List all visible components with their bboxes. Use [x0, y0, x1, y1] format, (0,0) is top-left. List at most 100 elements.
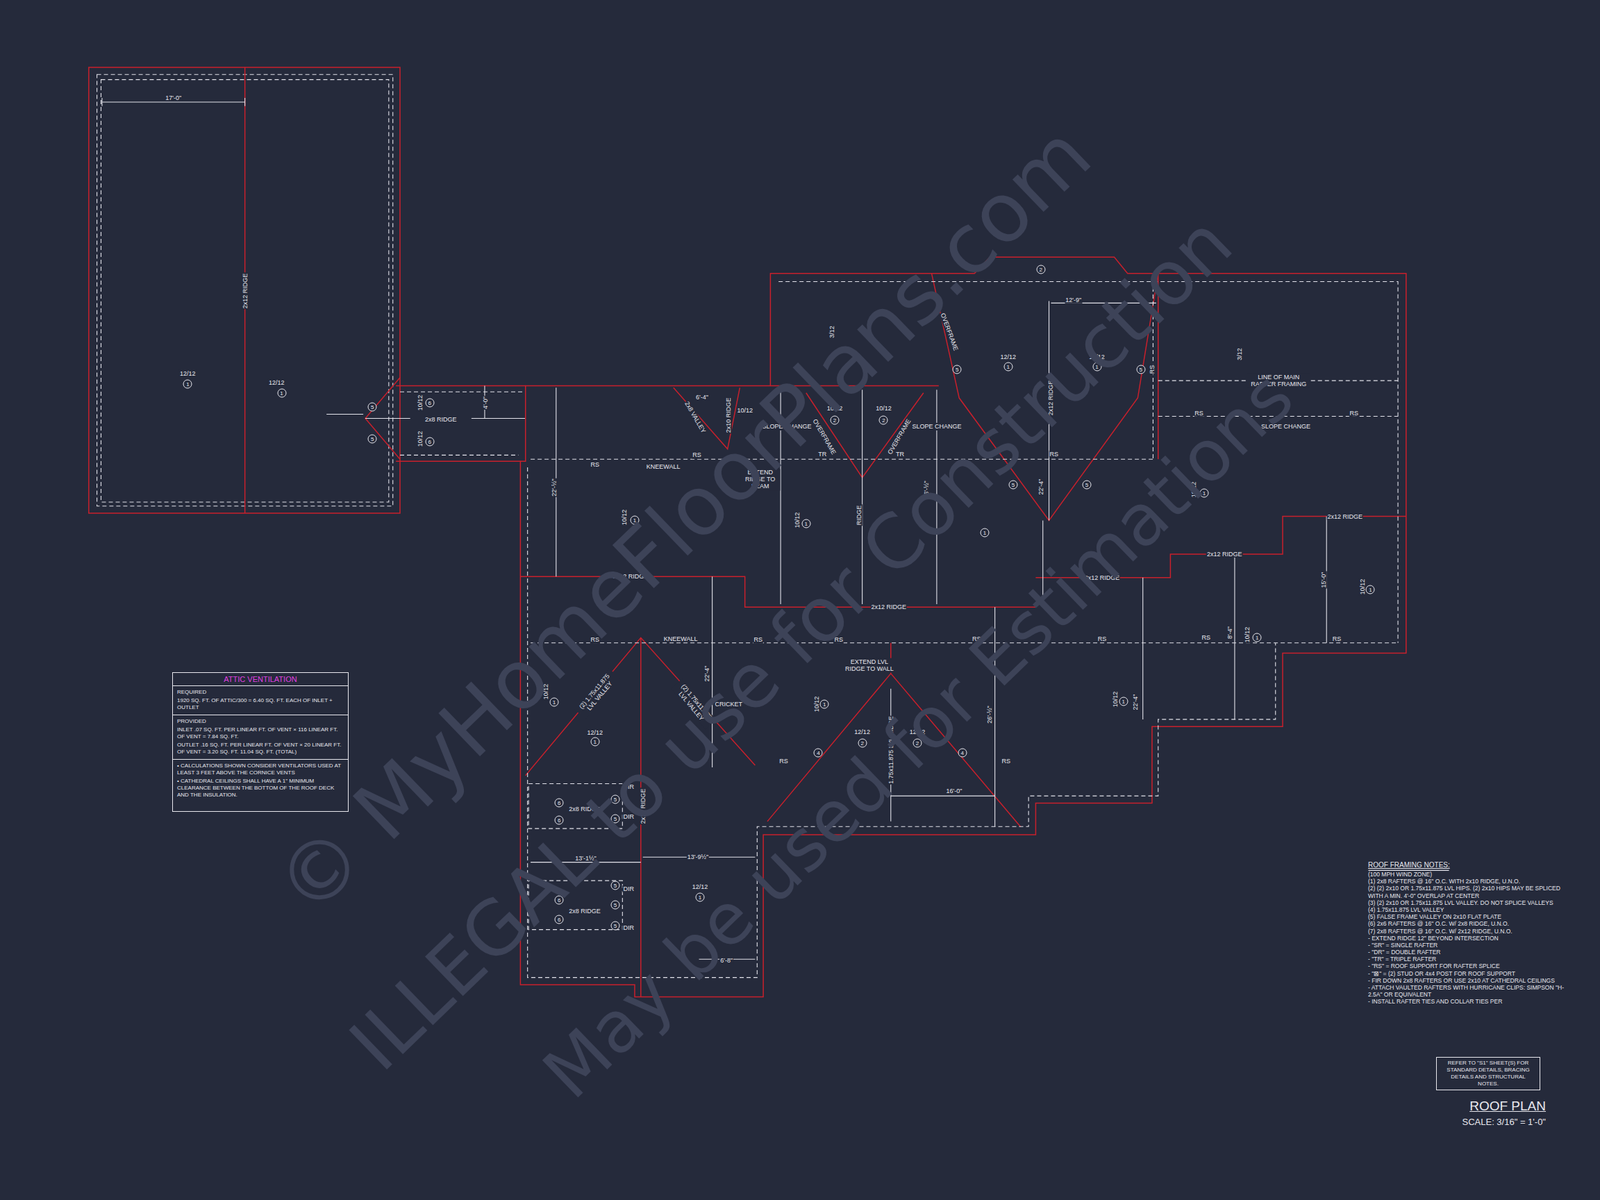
plan-label: 15'-0"	[1320, 570, 1328, 589]
note-line: - ATTACH VAULTED RAFTERS WITH HURRICANE …	[1368, 984, 1570, 998]
plan-label: RS	[778, 757, 789, 765]
callout-number: 1	[979, 528, 989, 538]
callout-number: 6	[425, 437, 435, 447]
reference-box: REFER TO "S1" SHEET(S) FOR STANDARD DETA…	[1436, 1056, 1541, 1091]
plan-label: 13'-9½"	[686, 853, 710, 861]
table-text: OUTLET .16 SQ. FT. PER LINEAR FT. OF VEN…	[172, 740, 348, 757]
plan-label: EXTEND LVL RIDGE TO WALL	[844, 658, 895, 673]
table-text: REFER TO "S1" SHEET(S) FOR STANDARD DETA…	[1440, 1059, 1537, 1088]
plan-label: 10/12	[793, 511, 800, 530]
main-roof	[520, 256, 1406, 997]
plan-label: 10/12	[812, 695, 820, 714]
plan-label: 12/12	[268, 379, 286, 387]
note-line: - "RS" = ROOF SUPPORT FOR RAFTER SPLICE	[1368, 962, 1570, 970]
callout-number: 4	[813, 748, 823, 758]
plan-label: RS	[1001, 757, 1012, 765]
callout-number: 2	[879, 415, 889, 425]
plan-label: RS	[1148, 364, 1156, 375]
plan-label: 6'-4"	[695, 393, 710, 400]
plan-label: 2x8 RIDGE	[424, 415, 458, 423]
roof-edge	[365, 377, 526, 462]
note-line: (7) 2x8 RAFTERS @ 16" O.C. W/ 2x12 RIDGE…	[1368, 927, 1570, 935]
plan-label: RS	[1097, 635, 1108, 643]
plan-label: 4'-0"	[481, 395, 489, 410]
callout-number: 1	[277, 388, 287, 398]
scale-caption: SCALE: 3/16" = 1'-0"	[1462, 1116, 1546, 1128]
plan-label: 2x12 RIDGE	[1206, 550, 1244, 558]
callout-number: 6	[425, 398, 435, 408]
plan-label: 12/12	[999, 353, 1017, 361]
plan-label: 10/12	[875, 404, 893, 412]
plan-label: DIR	[622, 924, 635, 932]
table-text: • CALCULATIONS SHOWN CONSIDER VENTILATOR…	[172, 759, 348, 778]
plan-label: 8'-4"	[1225, 625, 1233, 640]
notes-heading: ROOF FRAMING NOTES:	[1368, 861, 1570, 870]
table-text: INLET .07 SQ. FT. PER LINEAR FT. OF VENT…	[172, 725, 348, 741]
plan-label: 10/12	[1243, 626, 1250, 644]
garage-roof	[88, 67, 400, 514]
plan-label: 2x8 VALLEY	[682, 400, 707, 436]
plan-label: 12'-9"	[1064, 296, 1082, 304]
wall-line	[400, 391, 523, 455]
roof-edge	[520, 256, 1406, 997]
table-text: • CATHEDRAL CEILINGS SHALL HAVE A 1" MIN…	[172, 777, 348, 800]
note-line: (3) (2) 2x10 OR 1.75x11.875 LVL VALLEY. …	[1368, 899, 1570, 907]
plan-label: 2x12 RIDGE	[240, 272, 248, 310]
plan-label: 12/12	[179, 370, 197, 378]
callout-number: 1	[1118, 696, 1128, 706]
plan-label: 12/12	[586, 729, 604, 737]
table-text: 1920 SQ. FT. OF ATTIC/300 = 6.40 SQ. FT.…	[172, 696, 348, 712]
plan-label: 17'-0"	[164, 94, 182, 102]
note-line: (1) 2x8 RAFTERS @ 16" O.C. WITH 2x10 RID…	[1368, 877, 1570, 885]
note-line: (4) 1.75x11.875 LVL VALLEY	[1368, 906, 1570, 914]
ridge-line	[326, 385, 526, 419]
plan-label: 16'-0"	[945, 787, 963, 795]
callout-number: 1	[1365, 585, 1375, 595]
callout-number: 5	[611, 920, 621, 930]
underline	[1368, 870, 1449, 871]
table-text: REQUIRED	[172, 688, 348, 697]
callout-number: 5	[611, 900, 621, 910]
callout-number: 5	[952, 364, 962, 374]
link-roof	[326, 377, 526, 462]
plan-label: KNEEWALL	[663, 635, 699, 643]
note-line: (2) (2) 2x10 OR 1.75x11.875 LVL HIPS. (2…	[1368, 884, 1570, 899]
plan-label: DIR	[622, 885, 635, 893]
table-text: PROVIDED	[172, 714, 348, 726]
plan-label: 22'-½"	[550, 478, 558, 498]
plan-label: 22'-4"	[1037, 477, 1045, 496]
plan-label: RS	[1201, 634, 1212, 641]
callout-number: 1	[801, 518, 811, 528]
callout-number: 1	[590, 737, 600, 747]
callout-number: 5	[368, 402, 378, 412]
plan-label: 10/12	[416, 430, 424, 448]
note-line: - EXTEND RIDGE 12" BEYOND INTERSECTION	[1368, 934, 1570, 942]
table-frame	[1368, 870, 1449, 871]
watermark: © MyHomeFloorPlans.com	[257, 106, 1110, 935]
plan-label: 10/12	[416, 394, 424, 412]
plan-label: 3/12	[1236, 347, 1244, 362]
drawing-title: ROOF PLAN	[1469, 1098, 1546, 1114]
plan-label: RS	[1331, 635, 1343, 643]
callout-number: 1	[1252, 633, 1262, 643]
ventilation-table: ATTIC VENTILATIONREQUIRED1920 SQ. FT. OF…	[172, 672, 349, 812]
note-line: (6) 2x6 RAFTERS @ 16" O.C. W/ 2x8 RIDGE,…	[1368, 920, 1570, 928]
callout-number: 5	[1081, 480, 1091, 490]
plan-label: RS	[589, 460, 600, 468]
note-line: - "⊠" = (2) STUD OR 4x4 POST FOR ROOF SU…	[1368, 970, 1570, 978]
callout-number: 5	[611, 881, 621, 891]
table-heading: ATTIC VENTILATION	[172, 672, 348, 687]
roof-edge	[88, 67, 400, 514]
note-line: (5) FALSE FRAME VALLEY ON 2x10 FLAT PLAT…	[1368, 913, 1570, 921]
plan-label: TR	[895, 450, 905, 458]
callout-number: 2	[1036, 264, 1046, 274]
framing-notes: ROOF FRAMING NOTES:(100 MPH WIND ZONE)(1…	[1368, 861, 1570, 1006]
plan-label: 10/12	[1358, 578, 1366, 596]
note-line: - FIR DOWN 2x8 RAFTERS OR USE 2x10 AT CA…	[1368, 977, 1570, 985]
note-line: (100 MPH WIND ZONE)	[1368, 870, 1570, 878]
plan-label: 2x12 RIDGE	[1326, 512, 1364, 520]
note-line: - "TR" = TRIPLE RAFTER	[1368, 955, 1570, 963]
callout-number: 1	[183, 379, 193, 389]
callout-number: 1	[820, 699, 830, 709]
plan-label: RS	[1349, 409, 1360, 417]
